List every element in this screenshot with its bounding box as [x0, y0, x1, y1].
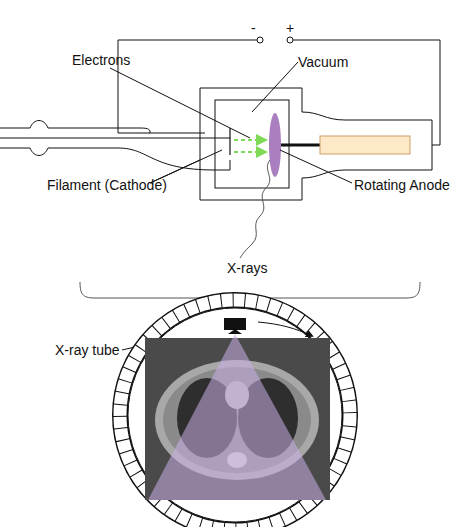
part-label: Electrons — [72, 52, 130, 68]
gantry-tube-nozzle — [228, 329, 242, 334]
rotating-anode — [269, 113, 281, 177]
anode-rod — [278, 144, 320, 147]
part-label: X-ray tube — [55, 342, 120, 358]
rotor — [320, 136, 410, 154]
gantry-tube — [224, 318, 246, 330]
xray-fan — [148, 334, 326, 500]
ct-gantry — [120, 300, 350, 527]
electron-beam — [234, 140, 266, 152]
rotation-arrow — [258, 322, 312, 336]
part-label: Filament (Cathode) — [47, 177, 167, 193]
part-label: Rotating Anode — [354, 177, 450, 193]
terminal-sign: + — [286, 20, 294, 36]
part-label: Vacuum — [298, 54, 348, 70]
terminal-sign: - — [251, 20, 256, 36]
xray-wave — [240, 160, 270, 258]
part-label: X-rays — [227, 260, 267, 276]
